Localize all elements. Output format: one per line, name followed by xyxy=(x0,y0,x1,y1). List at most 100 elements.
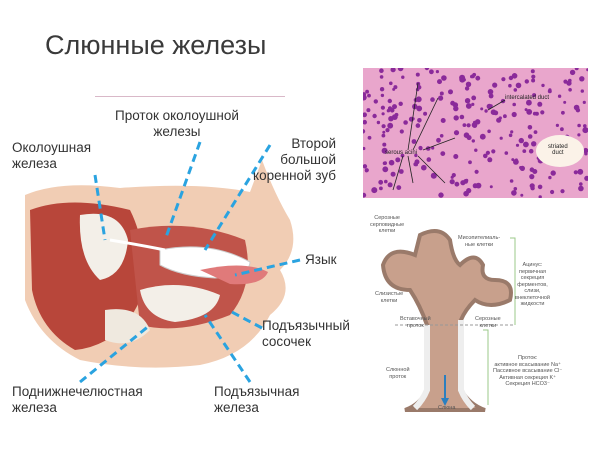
label-line: Серозные xyxy=(374,215,400,221)
nucleus xyxy=(394,112,399,117)
nucleus xyxy=(586,68,588,72)
nucleus xyxy=(363,119,367,125)
nucleus xyxy=(431,146,435,150)
nucleus xyxy=(415,123,421,128)
nucleus xyxy=(531,78,536,83)
nucleus xyxy=(367,93,371,98)
nucleus xyxy=(378,179,384,185)
label-line: железа xyxy=(12,156,57,171)
label-line: сосочек xyxy=(262,334,311,349)
nucleus xyxy=(437,79,442,85)
cell-nuclei xyxy=(363,68,588,198)
nucleus xyxy=(498,116,502,120)
nucleus xyxy=(438,95,444,101)
nucleus xyxy=(513,187,518,191)
nucleus xyxy=(475,119,481,125)
nucleus xyxy=(532,169,538,174)
nucleus xyxy=(382,142,387,147)
nucleus xyxy=(492,82,498,88)
nucleus xyxy=(382,166,389,173)
nucleus xyxy=(504,151,509,155)
nucleus xyxy=(577,123,581,128)
nucleus xyxy=(363,129,366,134)
nucleus xyxy=(483,153,488,159)
nucleus xyxy=(453,105,459,112)
nucleus xyxy=(454,181,460,187)
nucleus xyxy=(566,80,572,86)
nucleus xyxy=(508,83,512,88)
nucleus xyxy=(574,68,579,71)
nucleus xyxy=(555,123,559,127)
nucleus xyxy=(395,157,401,163)
nucleus xyxy=(440,151,446,156)
nucleus xyxy=(471,139,475,143)
salivary-glands-illustration xyxy=(25,141,301,384)
acinus-diagram xyxy=(380,229,516,412)
nucleus xyxy=(417,118,422,123)
nucleus xyxy=(459,114,465,120)
nucleus xyxy=(489,185,493,189)
nucleus xyxy=(464,86,470,91)
nucleus xyxy=(532,93,537,98)
nucleus xyxy=(550,170,556,176)
nucleus xyxy=(453,115,459,121)
label-line: секреция xyxy=(520,275,545,281)
nucleus xyxy=(579,76,585,82)
label-line: жидкости xyxy=(520,301,545,307)
nucleus xyxy=(583,124,587,128)
nucleus xyxy=(508,133,513,138)
sublingual-gland-shape xyxy=(140,285,220,322)
nucleus xyxy=(537,184,543,190)
label-line: проток xyxy=(389,373,407,380)
nucleus xyxy=(529,174,535,180)
nucleus xyxy=(379,87,385,92)
label-line: Проток: xyxy=(517,355,538,361)
nucleus xyxy=(372,113,377,119)
nucleus xyxy=(390,171,396,177)
nucleus xyxy=(417,85,422,90)
label-line: внеклеточной xyxy=(515,294,551,301)
nucleus xyxy=(532,111,537,116)
nucleus xyxy=(511,73,518,79)
label-line: клетки xyxy=(378,228,396,234)
nucleus xyxy=(379,68,384,73)
nucleus xyxy=(387,122,394,129)
nucleus xyxy=(403,120,408,125)
nucleus xyxy=(568,88,572,92)
nucleus xyxy=(513,159,519,165)
label-line: проток xyxy=(406,322,424,329)
label-line: железы xyxy=(153,124,201,139)
nucleus xyxy=(453,130,460,136)
nucleus xyxy=(487,157,493,163)
nucleus xyxy=(583,147,588,154)
label-line: Ацинус: xyxy=(522,262,543,268)
label-line: Проток околоушной xyxy=(115,108,239,123)
nucleus xyxy=(487,129,491,134)
nucleus xyxy=(365,89,369,94)
nucleus xyxy=(475,182,482,189)
nucleus xyxy=(430,97,435,102)
nucleus xyxy=(414,153,418,158)
tongue-shape xyxy=(200,265,268,285)
nucleus xyxy=(547,89,552,94)
nucleus xyxy=(487,89,494,95)
nucleus xyxy=(390,68,396,73)
nucleus xyxy=(529,183,535,189)
nucleus xyxy=(464,178,469,183)
nucleus xyxy=(363,94,367,101)
nucleus xyxy=(389,81,393,86)
nucleus xyxy=(560,189,565,194)
label-line: слизи, xyxy=(524,288,541,294)
label-line: Подъязычная xyxy=(214,384,300,399)
nucleus xyxy=(584,175,588,181)
label-serous-acini: serous acini xyxy=(385,150,418,156)
nucleus xyxy=(499,136,503,140)
nucleus xyxy=(396,185,402,190)
label-line: ные клетки xyxy=(465,241,494,248)
nucleus xyxy=(508,75,514,81)
nucleus xyxy=(584,152,588,156)
